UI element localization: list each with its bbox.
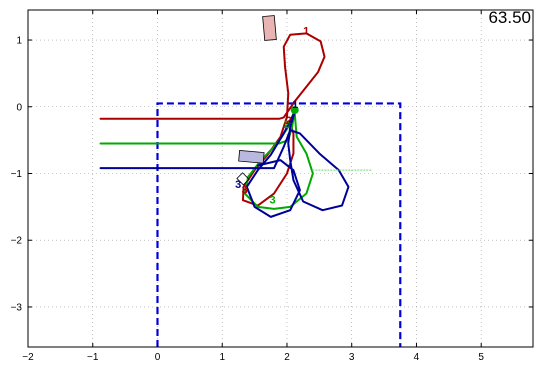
y-tick-label: −1	[11, 169, 23, 180]
series-line-red	[99, 32, 326, 207]
series-line-navy	[99, 111, 350, 218]
vehicle-box-marker	[238, 149, 265, 164]
waypoint-number-label: 3	[242, 185, 248, 197]
x-tick-label: 2	[284, 352, 290, 363]
boundary-outline	[156, 102, 402, 347]
grid-lines	[27, 10, 533, 347]
x-tick-label: 4	[414, 352, 420, 363]
x-tick-label: 0	[155, 352, 161, 363]
x-tick-label: 5	[478, 352, 484, 363]
waypoint-number-label: 3	[235, 179, 241, 191]
position-dot-marker	[290, 106, 299, 115]
y-tick-label: 0	[16, 102, 22, 113]
y-tick-label: −2	[11, 236, 23, 247]
x-tick-label: −1	[87, 352, 99, 363]
trajectory-series	[99, 32, 372, 218]
waypoint-number-label: 2	[286, 115, 292, 127]
boundary-line	[156, 102, 402, 347]
y-tick-label: 1	[16, 36, 22, 47]
vehicle-box-marker	[262, 15, 277, 41]
x-tick-label: 1	[219, 352, 225, 363]
x-tick-label: 3	[349, 352, 355, 363]
vehicle-box-marker	[236, 172, 250, 186]
vehicle-markers	[236, 15, 299, 186]
time-readout: 63.50	[488, 8, 531, 27]
waypoint-number-label: 1	[292, 99, 298, 111]
waypoint-number-label: 2	[284, 119, 290, 131]
axes-frame	[27, 9, 534, 348]
y-tick-label: −3	[11, 302, 23, 313]
x-tick-label: −2	[22, 352, 34, 363]
waypoint-number-label: 3	[269, 195, 275, 207]
series-line-green	[99, 109, 314, 210]
waypoint-number-label: 1	[303, 26, 309, 38]
